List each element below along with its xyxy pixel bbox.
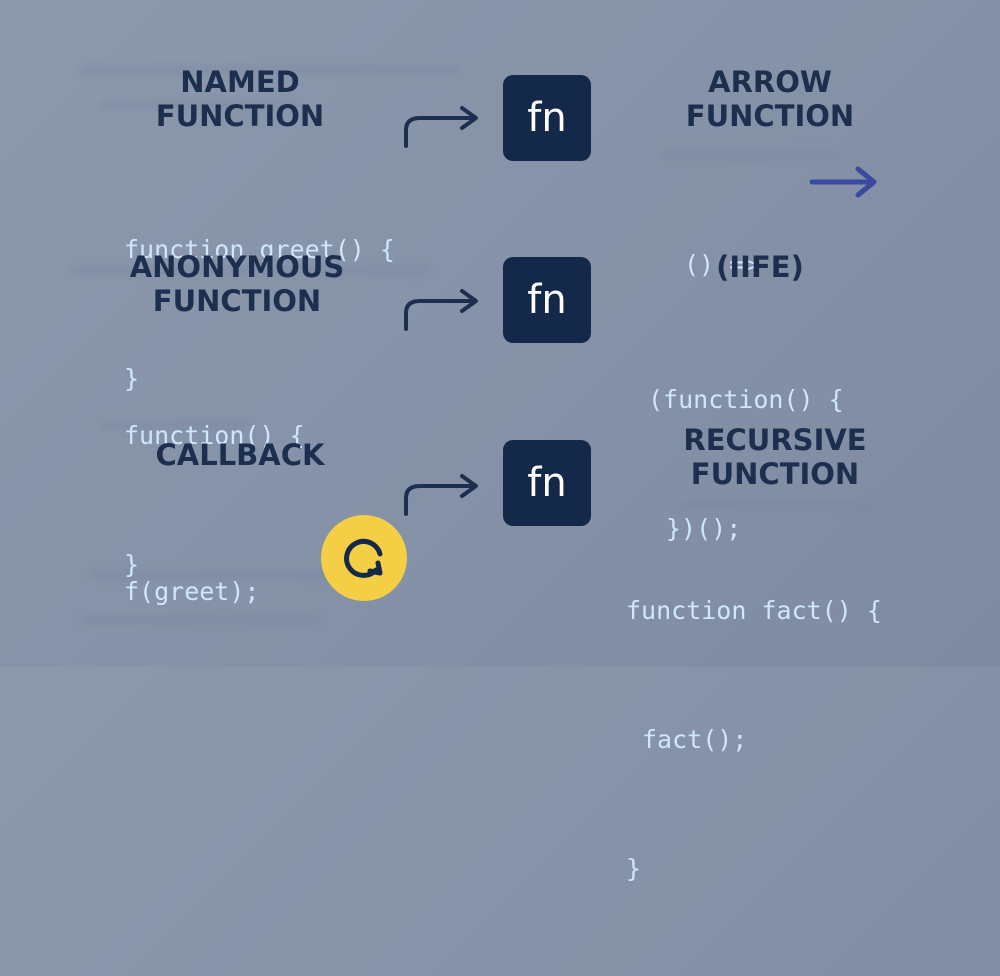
named-function-code: function greet() { } (124, 235, 395, 393)
hook-arrow-icon (404, 289, 478, 331)
iife-code: (function() { })(); (648, 385, 844, 543)
anonymous-function-code: function() { } (124, 421, 305, 579)
cycle-icon (321, 515, 407, 601)
recursive-function-code: function fact() { fact(); } (626, 596, 882, 883)
arrow-function-title: ARROW FUNCTION (685, 65, 855, 133)
arrow-right-icon (809, 166, 877, 198)
background-code-blur (60, 40, 940, 640)
arrow-function-code: () => (684, 250, 760, 279)
fn-badge: fn (503, 440, 591, 526)
anonymous-function-title: ANONYMOUS FUNCTION (129, 250, 345, 318)
fn-badge: fn (503, 75, 591, 161)
hook-arrow-icon (404, 474, 478, 516)
named-function-title: NAMED FUNCTION (155, 65, 325, 133)
iife-title: (IIFE) (716, 250, 804, 284)
fn-badge: fn (503, 257, 591, 343)
recursive-function-title: RECURSIVE FUNCTION (683, 423, 867, 491)
callback-title: CALLBACK (155, 438, 325, 472)
hook-arrow-icon (404, 106, 478, 148)
callback-code: f(greet); (124, 577, 260, 606)
